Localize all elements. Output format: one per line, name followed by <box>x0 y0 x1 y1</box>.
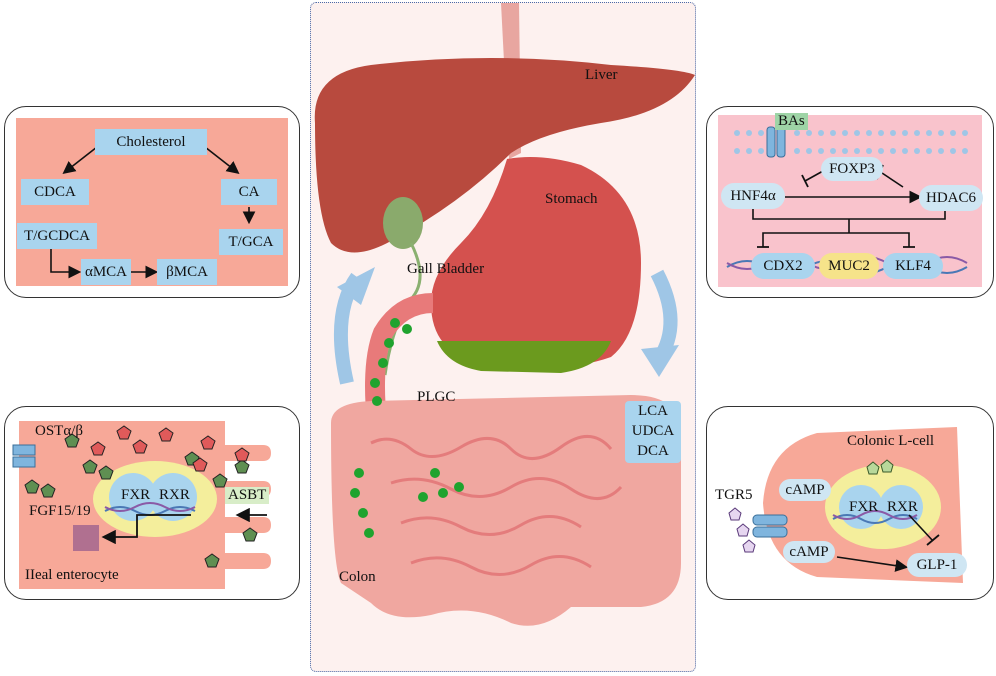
signaling-panel: BAs FOXP3 HNF4α HDAC6 CDX2 MUC2 KLF4 <box>706 106 994 298</box>
bmca-box: βMCA <box>157 259 217 285</box>
foxp3-pill: FOXP3 <box>821 157 883 181</box>
tgr5-label: TGR5 <box>715 487 753 503</box>
amca-box: αMCA <box>81 259 131 285</box>
synthesis-panel: Cholesterol CDCA CA T/GCDCA T/GCA αMCA β… <box>4 106 300 298</box>
center-panel: Liver Stomach Gall Bladder PLGC Colon LC… <box>310 2 696 672</box>
rxr-label: RXR <box>159 487 190 503</box>
udca-label: UDCA <box>631 423 675 439</box>
glp1-pill: GLP-1 <box>907 553 967 577</box>
asbt-label: ASBT <box>225 487 270 504</box>
cholesterol-box: Cholesterol <box>95 129 207 155</box>
cdca-box: CDCA <box>21 179 89 205</box>
muc2-pill: MUC2 <box>819 253 879 279</box>
stomach-label: Stomach <box>545 191 598 207</box>
center-graphics <box>314 3 695 626</box>
camp-top-pill: cAMP <box>779 479 831 501</box>
lcell-rxr-label: RXR <box>887 499 918 515</box>
cdx2-pill: CDX2 <box>751 253 815 279</box>
lca-label: LCA <box>638 403 668 419</box>
dca-label: DCA <box>637 443 669 459</box>
tgca-box: T/GCA <box>219 229 283 255</box>
fgf-label: FGF15/19 <box>29 503 91 519</box>
camp-bottom-pill: cAMP <box>783 541 835 563</box>
liver-label: Liver <box>585 67 618 83</box>
ileal-cell-label: IIeal enterocyte <box>25 567 119 583</box>
fxr-label: FXR <box>121 487 151 503</box>
lcell-fxr-label: FXR <box>849 499 879 515</box>
ca-box: CA <box>221 179 277 205</box>
klf4-pill: KLF4 <box>883 253 943 279</box>
lcell-panel: Colonic L-cell TGR5 cAMP FXR RXR cAMP GL… <box>706 406 994 600</box>
acid-box: LCA UDCA DCA <box>625 401 681 463</box>
ileal-panel: OSTα/β FXR RXR ASBT FGF15/19 IIeal enter… <box>4 406 300 600</box>
hdac6-pill: HDAC6 <box>919 185 983 211</box>
plgc-label: PLGC <box>417 389 456 405</box>
bas-label: BAs <box>775 113 808 130</box>
colon-label: Colon <box>339 569 376 585</box>
synthesis-arrows <box>50 146 256 279</box>
tgcdca-box: T/GCDCA <box>17 223 97 249</box>
ileal-graphics <box>12 421 271 589</box>
gall-bladder-label: Gall Bladder <box>407 261 485 277</box>
ost-label: OSTα/β <box>35 423 83 439</box>
hnf4a-pill: HNF4α <box>721 183 785 209</box>
lcell-title: Colonic L-cell <box>847 433 935 449</box>
